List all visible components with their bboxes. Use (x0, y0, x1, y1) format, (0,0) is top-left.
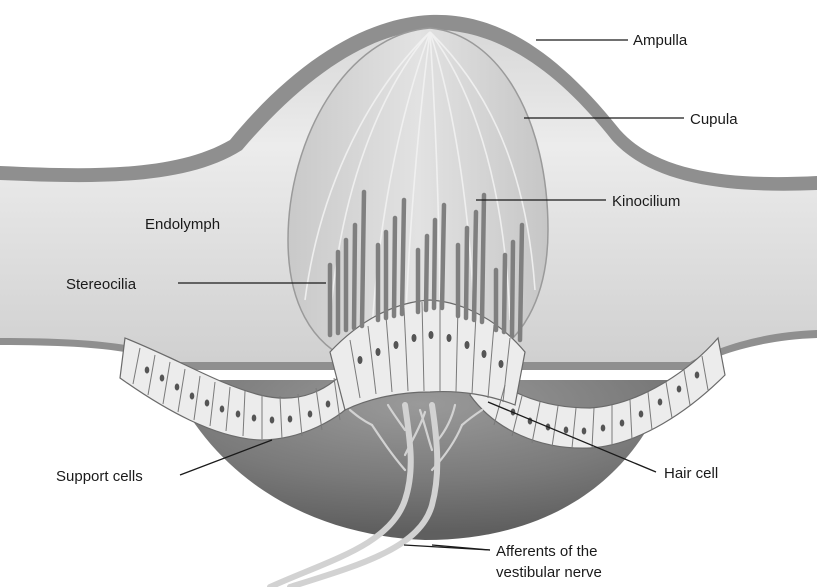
label-endolymph: Endolymph (145, 216, 220, 233)
label-cupula: Cupula (690, 111, 738, 128)
label-afferents-line1: Afferents of the (496, 543, 597, 560)
label-hair-cell: Hair cell (664, 465, 718, 482)
label-kinocilium: Kinocilium (612, 193, 680, 210)
label-stereocilia: Stereocilia (66, 276, 137, 293)
label-support-cells: Support cells (56, 468, 143, 485)
label-ampulla: Ampulla (633, 32, 688, 49)
label-afferents-line2: vestibular nerve (496, 564, 602, 581)
